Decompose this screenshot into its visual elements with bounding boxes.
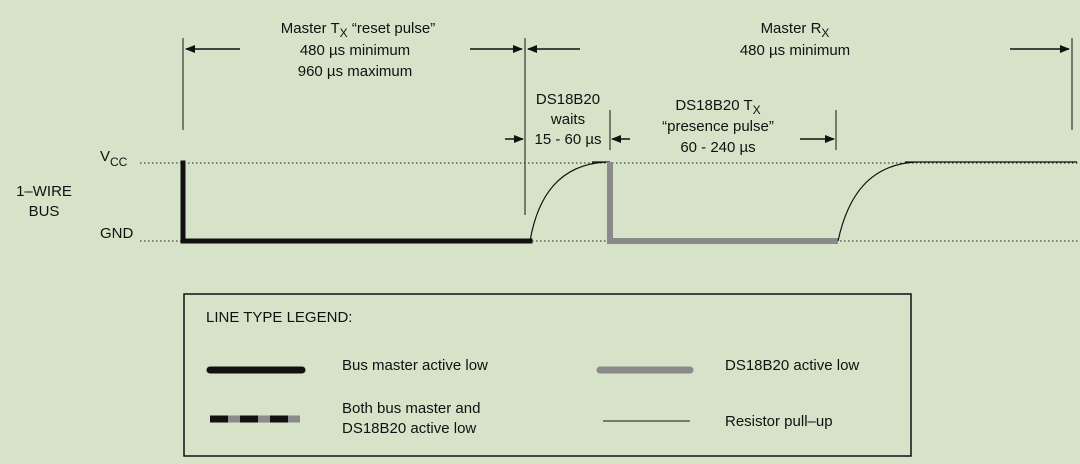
presence-line3: 60 - 240 µs: [680, 139, 755, 156]
legend-both-label-line2: DS18B20 active low: [342, 420, 476, 437]
vcc-label: VCC: [100, 148, 128, 169]
legend-box: [183, 293, 912, 457]
pullup-rise-1: [529, 161, 606, 242]
legend-title: LINE TYPE LEGEND:: [206, 309, 352, 326]
bus-label-line2: BUS: [29, 203, 60, 220]
legend-ds18b20-label: DS18B20 active low: [725, 357, 859, 374]
master-tx-min: 480 µs minimum: [300, 42, 410, 59]
legend-pullup-label: Resistor pull–up: [725, 413, 833, 430]
master-rx-title: Master RX: [761, 20, 830, 40]
line-type-legend: LINE TYPE LEGEND: Bus master active low …: [183, 293, 912, 457]
wait-line2: waits: [550, 111, 585, 128]
master-tx-title: Master TX “reset pulse”: [281, 20, 435, 40]
presence-line2: “presence pulse”: [662, 118, 774, 135]
legend-both-label-line1: Both bus master and: [342, 400, 480, 417]
gnd-label: GND: [100, 225, 134, 242]
pullup-rise-2: [837, 161, 916, 242]
bus-label-line1: 1–WIRE: [16, 183, 72, 200]
ds18b20-active-low-trace: [607, 162, 838, 244]
wait-line3: 15 - 60 µs: [534, 131, 601, 148]
presence-title: DS18B20 TX: [675, 97, 760, 117]
master-tx-max: 960 µs maximum: [298, 63, 413, 80]
master-active-low-trace: [180, 160, 533, 244]
legend-master-label: Bus master active low: [342, 357, 488, 374]
master-rx-min: 480 µs minimum: [740, 42, 850, 59]
wait-line1: DS18B20: [536, 91, 600, 108]
